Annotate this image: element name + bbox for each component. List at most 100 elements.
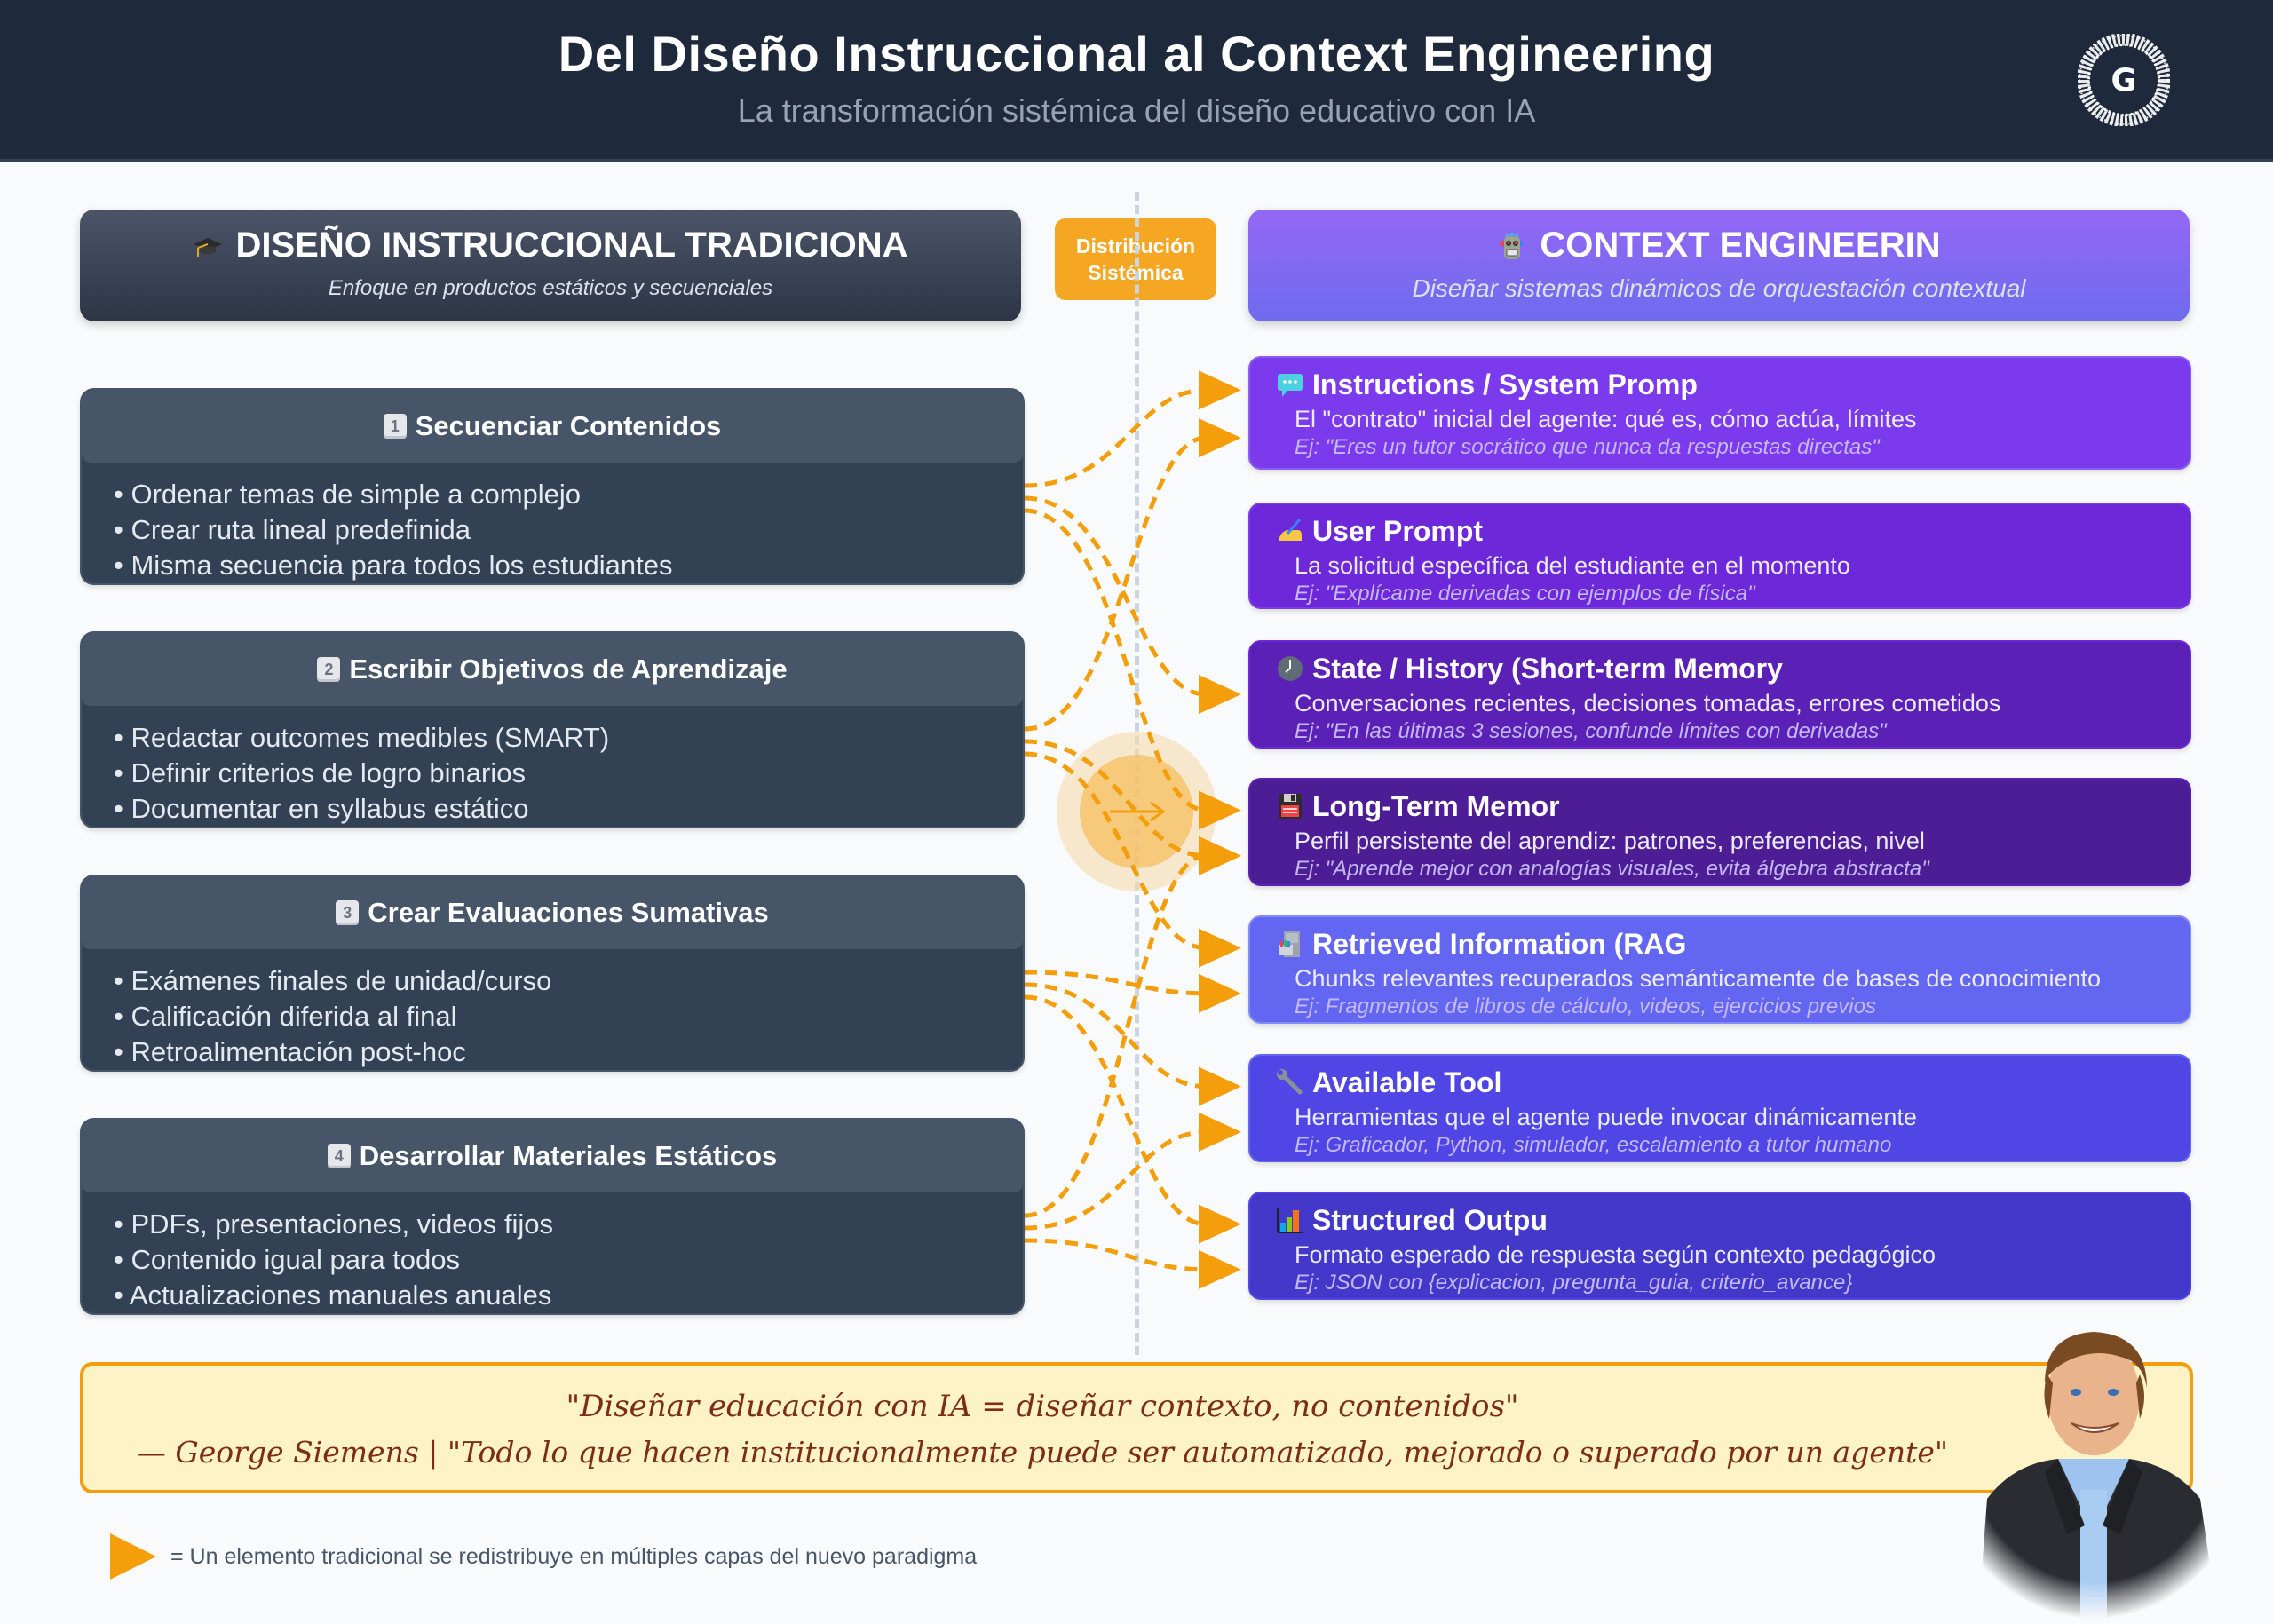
arrowhead-icon [1199,418,1241,458]
traditional-card-2: 2 Escribir Objetivos de Aprendizaje Reda… [80,631,1025,828]
george-siemens-portrait [1978,1332,2218,1619]
layer-example: Ej: "En las últimas 3 sesiones, confunde… [1295,719,1887,743]
layer-example: Ej: "Aprende mejor con analogías visuale… [1295,857,1929,881]
traditional-column-title: DISEÑO INSTRUCCIONAL TRADICIONA [235,226,908,265]
connection-arrow [1024,994,1207,1227]
context-layer-instructions: Instructions / System Promp El "contrato… [1248,356,2191,470]
traditional-card-title: Secuenciar Contenidos [415,410,722,441]
arrowhead-icon [1199,928,1241,968]
layer-title: State / History (Short-term Memory [1312,652,1783,685]
context-engineering-column-subtitle: Diseñar sistemas dinámicos de orquestaci… [1412,274,2026,302]
traditional-column-header: DISEÑO INSTRUCCIONAL TRADICIONA Enfoque … [80,210,1021,321]
layer-example: Ej: JSON con {explicacion, pregunta_guia… [1295,1271,1853,1295]
quote-attribution: — George Siemens | "Todo lo que hacen in… [136,1435,1949,1470]
layer-description: Conversaciones recientes, decisiones tom… [1295,690,2001,717]
layer-description: Formato esperado de respuesta según cont… [1295,1241,1936,1268]
arrow-right-icon [1110,801,1166,822]
file-cabinet-icon [1279,931,1300,957]
layer-title: Retrieved Information (RAG [1312,927,1687,960]
traditional-card-bullets: Ordenar temas de simple a complejo Crear… [82,463,1023,583]
traditional-card-header: 2 Escribir Objetivos de Aprendizaje [82,633,1023,706]
bullet-item: Documentar en syllabus estático [114,791,1023,827]
number-1-icon: 1 [383,414,407,439]
traditional-card-bullets: Redactar outcomes medibles (SMART) Defin… [82,706,1023,827]
context-layer-available-tools: Available Tool Herramientas que el agent… [1248,1054,2191,1162]
network-globe-logo-icon: G [2078,34,2170,126]
arrowhead-icon [1199,1249,1241,1289]
graduation-cap-icon [194,237,223,257]
traditional-card-4: 4 Desarrollar Materiales Estáticos PDFs,… [80,1118,1025,1315]
context-layer-long-term-memory: Long-Term Memor Perfil persistente del a… [1248,778,2191,886]
connection-arrow [1024,970,1207,996]
clock-icon [1278,656,1303,681]
number-4-icon: 4 [327,1144,351,1168]
writing-hand-icon [1279,519,1302,541]
connection-arrow [1024,1129,1207,1231]
orange-arrowhead-icon [110,1533,156,1580]
traditional-card-1: 1 Secuenciar Contenidos Ordenar temas de… [80,388,1025,585]
page-title: Del Diseño Instruccional al Context Engi… [558,26,1715,82]
traditional-card-header: 1 Secuenciar Contenidos [82,390,1023,463]
connection-arrow [1024,435,1207,732]
traditional-card-header: 4 Desarrollar Materiales Estáticos [82,1120,1023,1192]
layer-example: Ej: "Explícame derivadas con ejemplos de… [1295,582,1755,606]
layer-title: Available Tool [1312,1066,1502,1098]
traditional-card-title: Crear Evaluaciones Sumativas [368,897,769,928]
arrowhead-icon [1199,1112,1241,1152]
bar-chart-icon [1277,1208,1303,1233]
context-layer-user-prompt: User Prompt La solicitud específica del … [1248,503,2191,609]
connection-arrow [1024,387,1207,488]
context-engineering-column-title: CONTEXT ENGINEERIN [1540,226,1941,265]
floppy-disk-icon [1279,794,1302,819]
bullet-item: Crear ruta lineal predefinida [114,512,1023,548]
arrowhead-icon [1199,675,1241,714]
arrowhead-icon [1199,1066,1241,1106]
traditional-card-header: 3 Crear Evaluaciones Sumativas [82,876,1023,949]
bullet-item: Contenido igual para todos [114,1242,1023,1278]
layer-example: Ej: "Eres un tutor socrático que nunca d… [1295,435,1880,459]
legend-text: = Un elemento tradicional se redistribuy… [170,1543,978,1569]
context-layer-short-term-memory: State / History (Short-term Memory Conve… [1248,640,2191,749]
layer-description: Chunks relevantes recuperados semánticam… [1295,965,2102,992]
bullet-item: Calificación diferida al final [114,999,1023,1034]
robot-icon [1501,232,1524,259]
layer-title: Structured Outpu [1312,1203,1548,1236]
bullet-item: Misma secuencia para todos los estudiant… [114,548,1023,583]
bullet-item: Definir criterios de logro binarios [114,756,1023,791]
bullet-item: Retroalimentación post-hoc [114,1034,1023,1070]
traditional-card-bullets: PDFs, presentaciones, videos fijos Conte… [82,1192,1023,1313]
layer-title: Instructions / System Promp [1312,368,1698,400]
traditional-card-3: 3 Crear Evaluaciones Sumativas Exámenes … [80,875,1025,1072]
context-engineering-column-header: CONTEXT ENGINEERIN Diseñar sistemas diná… [1248,210,2190,321]
context-layer-structured-output: Structured Outpu Formato esperado de res… [1248,1192,2191,1300]
quote-box: "Diseñar educación con IA = diseñar cont… [80,1362,2193,1493]
arrowhead-icon [1199,836,1241,875]
legend: = Un elemento tradicional se redistribuy… [110,1533,977,1580]
layer-description: El "contrato" inicial del agente: qué es… [1295,406,1917,432]
speech-bubble-icon [1278,374,1303,397]
bullet-item: Exámenes finales de unidad/curso [114,963,1023,999]
layer-description: La solicitud específica del estudiante e… [1295,552,1850,579]
bullet-item: Actualizaciones manuales anuales [114,1278,1023,1313]
number-2-icon: 2 [317,657,341,682]
layer-example: Ej: Graficador, Python, simulador, escal… [1295,1133,1892,1157]
connection-arrow [1024,982,1207,1089]
number-3-icon: 3 [336,900,360,925]
layer-description: Herramientas que el agente puede invocar… [1295,1104,1917,1130]
wrench-icon [1277,1069,1303,1095]
arrowhead-icon [1199,973,1241,1013]
context-layer-retrieved-information: Retrieved Information (RAG Chunks releva… [1248,915,2191,1024]
traditional-column-subtitle: Enfoque en productos estáticos y secuenc… [328,276,773,300]
traditional-card-bullets: Exámenes finales de unidad/curso Calific… [82,949,1023,1070]
arrowhead-icon [1199,370,1241,410]
traditional-card-title: Escribir Objetivos de Aprendizaje [349,654,788,685]
bullet-item: PDFs, presentaciones, videos fijos [114,1207,1023,1242]
arrowhead-icon [1199,790,1241,830]
layer-title: Long-Term Memor [1312,789,1560,822]
layer-title: User Prompt [1312,514,1484,547]
bullet-item: Redactar outcomes medibles (SMART) [114,720,1023,756]
layer-description: Perfil persistente del aprendiz: patrone… [1295,828,1925,854]
connection-arrow [1024,1238,1207,1272]
svg-text:G: G [2111,62,2136,99]
